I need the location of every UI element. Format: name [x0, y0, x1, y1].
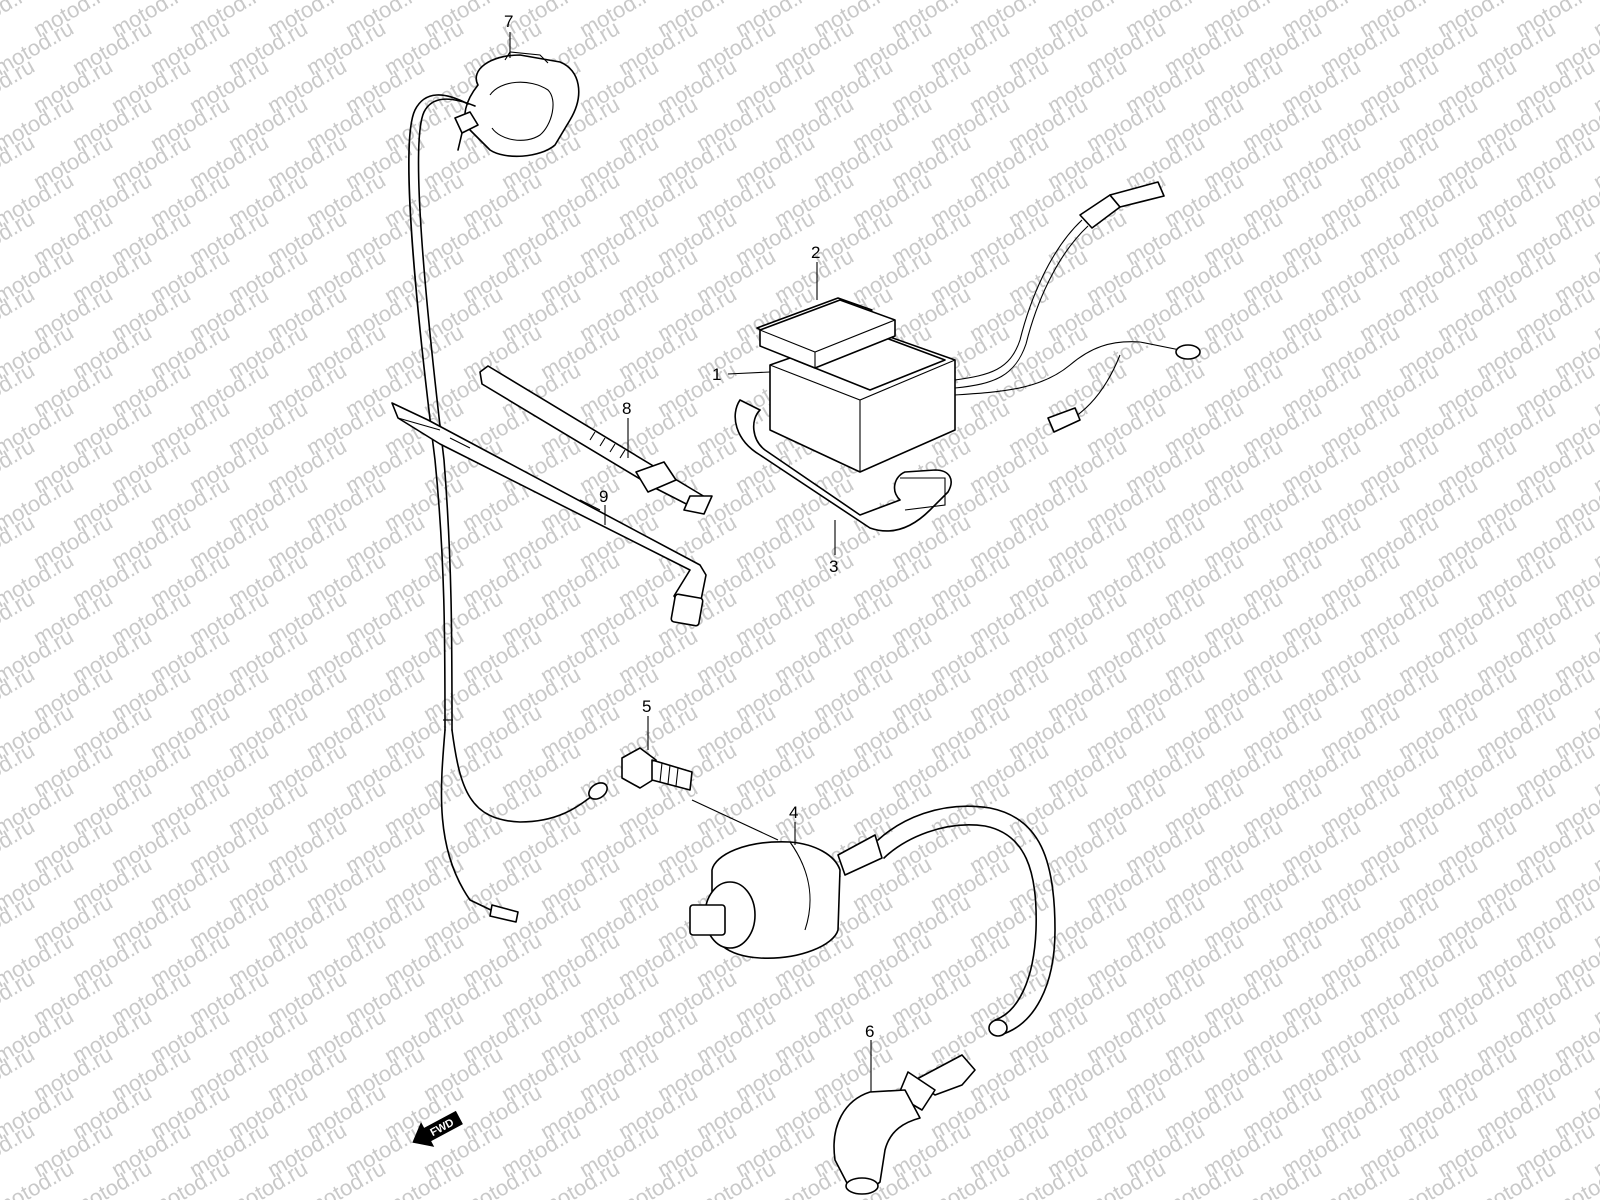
callout-6: 6 [865, 1022, 874, 1041]
callout-1: 1 [712, 365, 721, 384]
callout-2: 2 [811, 243, 820, 262]
watermark-text: motod.ru [1589, 0, 1600, 42]
callout-3: 3 [829, 557, 838, 576]
callout-4: 4 [789, 803, 798, 822]
callout-7: 7 [504, 12, 513, 31]
callout-9: 9 [599, 487, 608, 506]
callout-8: 8 [622, 399, 631, 418]
callout-5: 5 [642, 697, 651, 716]
